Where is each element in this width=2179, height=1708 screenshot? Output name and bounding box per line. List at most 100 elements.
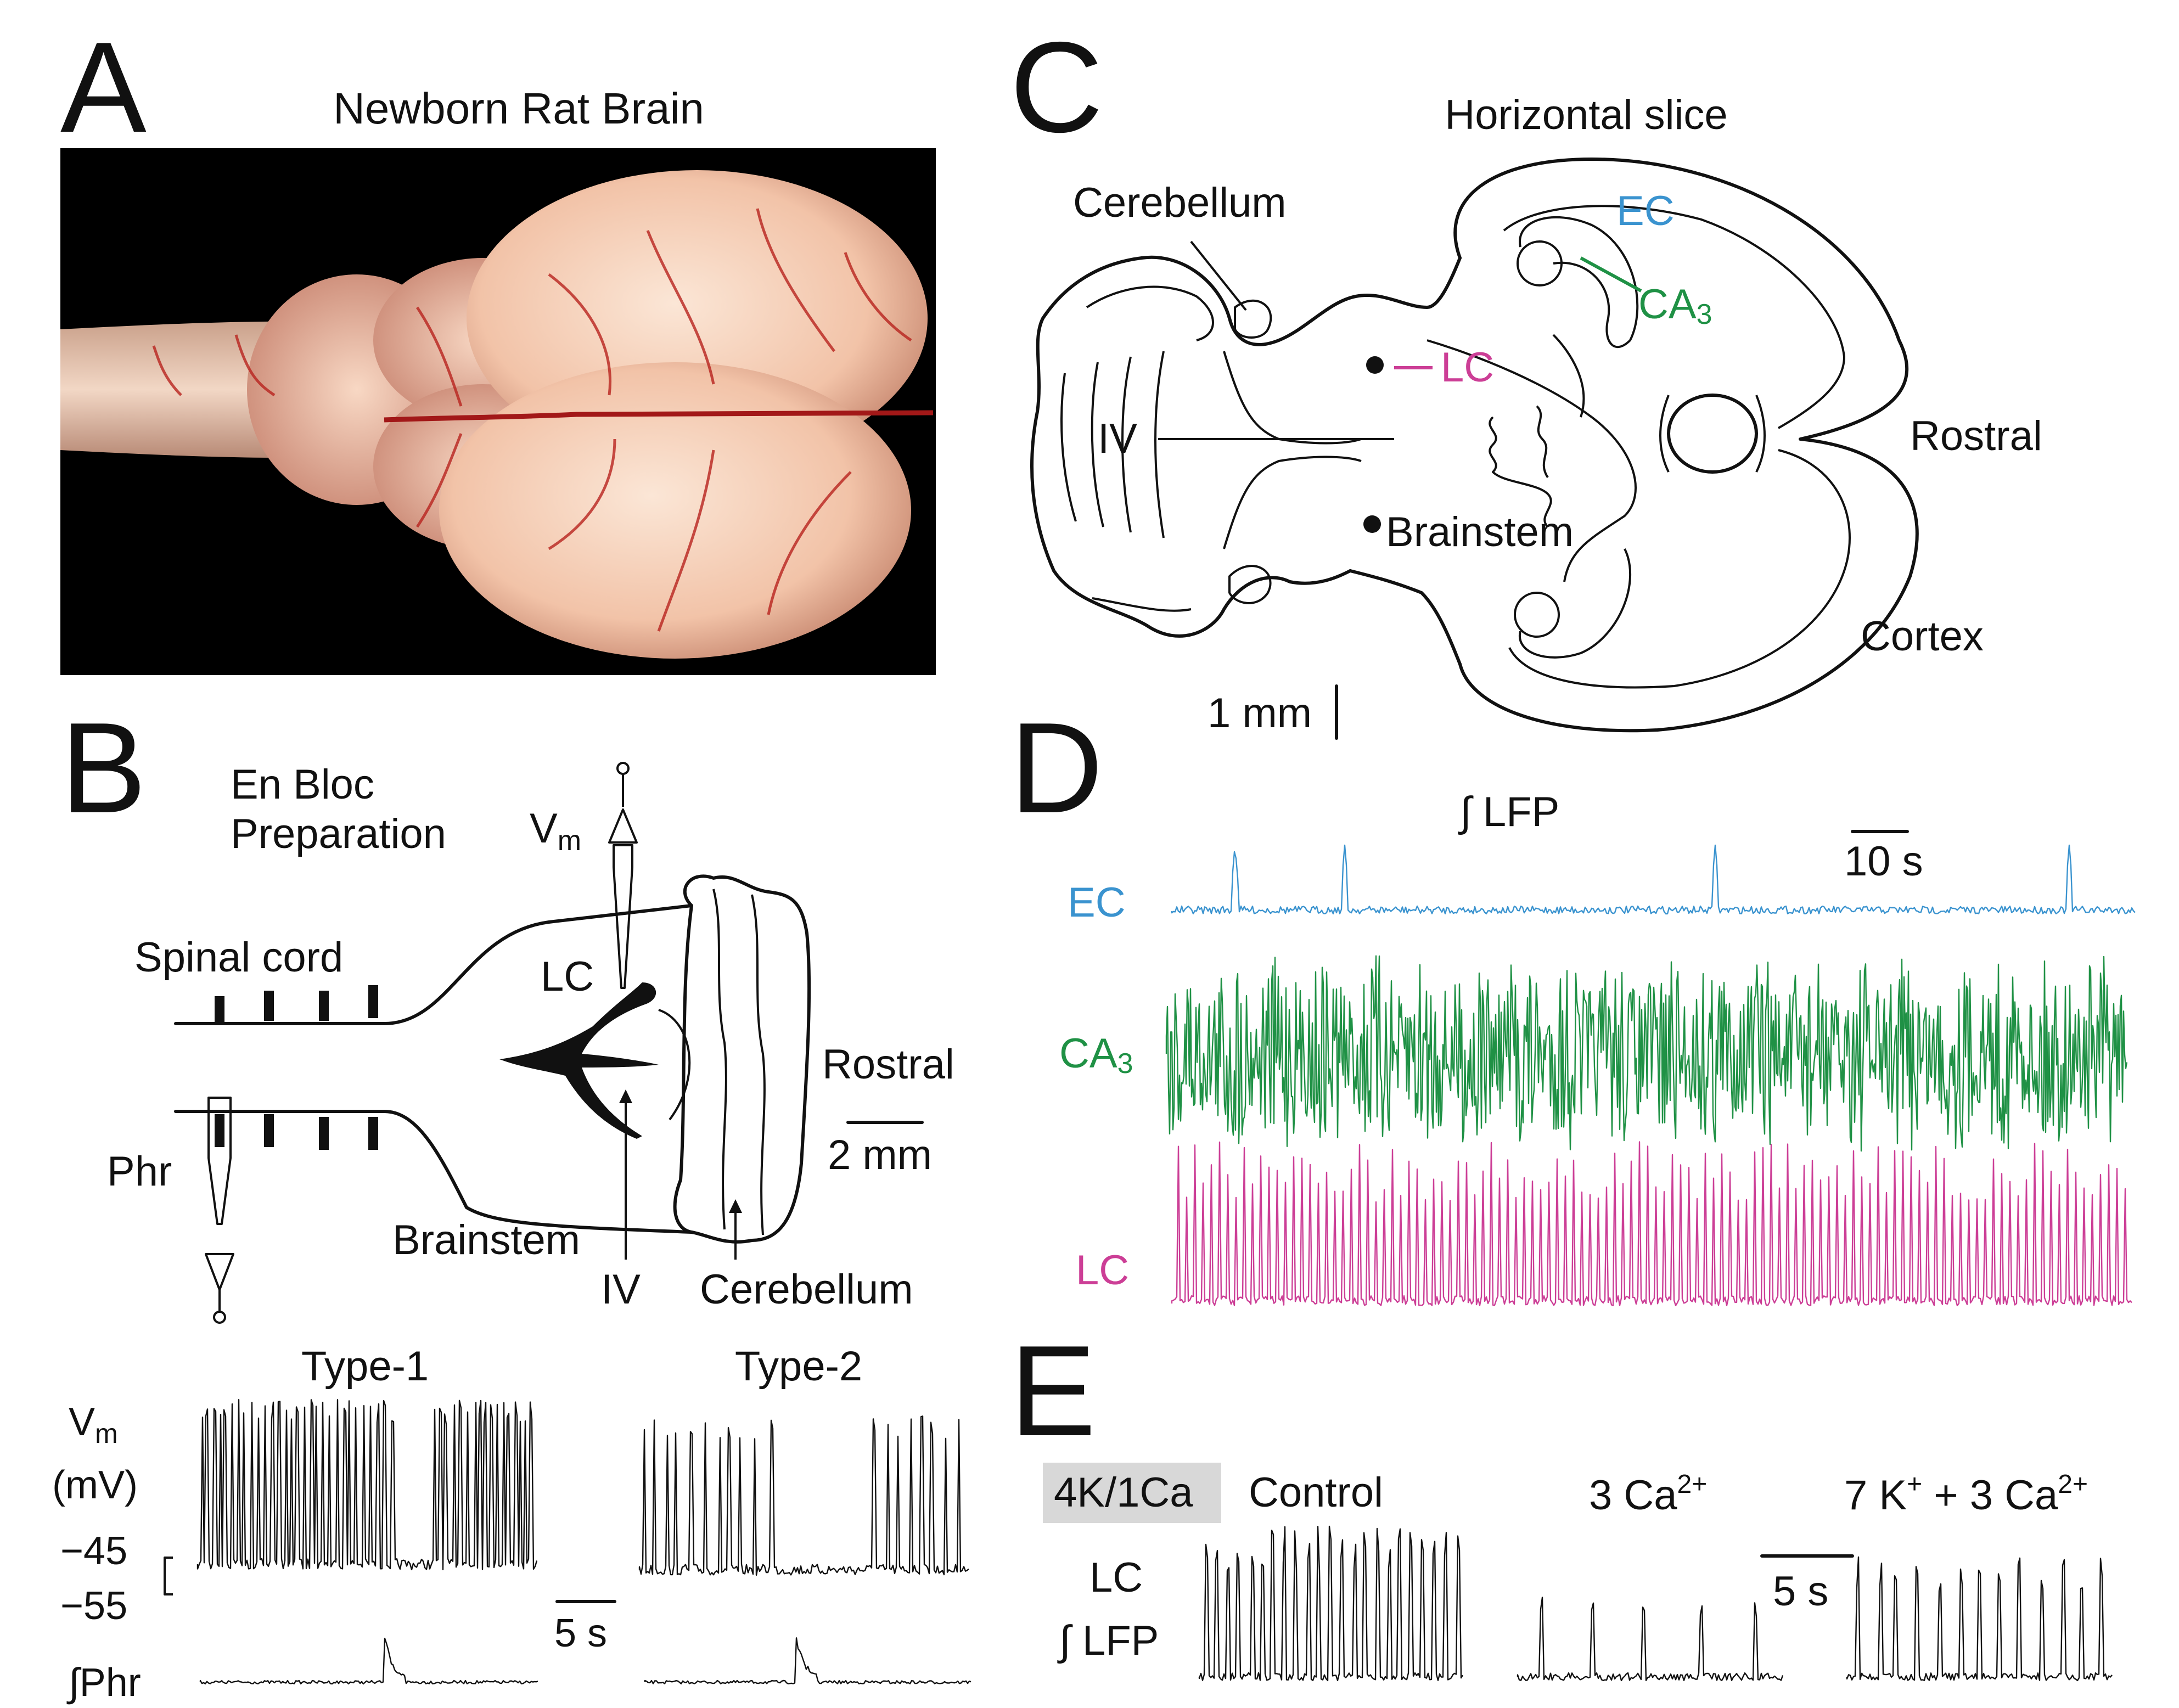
panel-b-title-line2: Preparation <box>231 811 446 857</box>
midline-vessel <box>384 410 934 423</box>
ec-lfp-trace <box>1171 844 2136 915</box>
flocculus-upper <box>1234 299 1272 339</box>
vm-tick-top: −45 <box>60 1529 127 1573</box>
panel-e-time-scale-label: 5 s <box>1773 1568 1828 1615</box>
cerebellum-slice-outline <box>1030 255 1352 638</box>
vm-tick-bottom: −55 <box>60 1584 127 1628</box>
cortex-inner-lower <box>1508 449 1851 689</box>
spinal-cord-label: Spinal cord <box>134 934 343 981</box>
nerve-roots <box>215 985 378 1150</box>
thalamus-curve <box>1552 334 1585 418</box>
ventricle-lower-edge <box>1223 456 1362 549</box>
vm-electrode-tip <box>616 762 630 775</box>
type2-vm-trace <box>638 1415 969 1576</box>
dentate-lower <box>1514 592 1560 638</box>
ca3-label-d: CA3 <box>1059 1030 1133 1080</box>
cortex-inner-upper <box>1503 205 1845 429</box>
brainstem-label-c: Brainstem <box>1386 509 1574 555</box>
ca-lfp-trace <box>1517 1597 1784 1682</box>
lc-label-c: LC <box>1441 344 1494 391</box>
control-label: Control <box>1249 1469 1383 1516</box>
panel-c-title: Horizontal slice <box>1445 92 1727 138</box>
panel-label-b: B <box>60 695 147 840</box>
ec-label-c: EC <box>1616 188 1675 234</box>
ca3-leader <box>1580 256 1642 293</box>
cortex-label-c: Cortex <box>1861 613 1984 660</box>
panel-d-title: ∫ LFP <box>1458 789 1559 835</box>
lobule-3 <box>1121 356 1132 533</box>
brainstem-outline-upper <box>1277 256 1462 342</box>
panel-label-d: D <box>1010 695 1103 840</box>
vm-pipette <box>613 844 633 989</box>
outline-upper <box>174 904 693 1025</box>
int-lfp-label-e: ∫ LFP <box>1057 1617 1159 1664</box>
vm-scale-bracket <box>164 1557 173 1595</box>
k-condition-label: 7 K+ + 3 Ca2+ <box>1844 1470 2088 1519</box>
vm-amplifier <box>608 808 638 844</box>
k-ca-lfp-trace <box>1846 1556 2113 1682</box>
lc-label-d: LC <box>1076 1247 1129 1294</box>
lc-label-e: LC <box>1090 1554 1143 1601</box>
ca3-lfp-trace <box>1165 955 2128 1152</box>
vm-axis-label: Vm <box>69 1400 118 1449</box>
rostral-label-c: Rostral <box>1910 413 2042 459</box>
lobule-1 <box>1060 373 1077 522</box>
brainstem-label-b: Brainstem <box>392 1217 580 1263</box>
cerebellum-fold-2 <box>751 894 766 1235</box>
type1-title: Type-1 <box>301 1343 429 1390</box>
midbrain-inner <box>1427 339 1637 582</box>
iv-arrowhead <box>619 1089 632 1103</box>
int-phr-label: ∫Phr <box>66 1661 141 1705</box>
panel-label-a: A <box>60 15 147 159</box>
lobule-4 <box>1154 351 1165 538</box>
condition-badge-bg <box>1043 1463 1221 1523</box>
iv-label-b: IV <box>601 1266 641 1313</box>
cerebellum-leader <box>1190 240 1247 311</box>
phr-electrode-tip <box>213 1311 226 1324</box>
ventricle-upper-edge <box>1223 351 1362 445</box>
hippocampus-upper <box>1519 216 1639 349</box>
control-lfp-trace <box>1198 1525 1464 1682</box>
panel-c-scale-label: 1 mm <box>1208 690 1312 737</box>
iv-label-c: IV <box>1098 415 1137 462</box>
phr-label: Phr <box>107 1148 172 1195</box>
hemisphere-lower <box>439 362 911 659</box>
lc-lfp-trace <box>1171 1141 2132 1307</box>
panel-d-time-scale-label: 10 s <box>1844 838 1923 885</box>
panel-b-scale-label: 2 mm <box>828 1132 932 1178</box>
ec-label-d: EC <box>1068 879 1126 926</box>
lc-dot-upper <box>1366 356 1384 374</box>
cerebellum-fold-top <box>1086 285 1214 341</box>
brainstem-outline-lower <box>1349 569 1462 666</box>
thalamus-oval <box>1667 394 1758 474</box>
ventricle-rim <box>658 1009 691 1121</box>
vm-axis-unit: (mV) <box>52 1463 138 1507</box>
third-ventricle-2 <box>1536 405 1549 479</box>
third-ventricle-squiggle <box>1489 416 1552 528</box>
panel-b-title-line1: En Bloc <box>231 761 374 808</box>
lc-dot-lower <box>1363 515 1381 533</box>
panel-label-c: C <box>1010 15 1103 159</box>
condition-badge: 4K/1Ca <box>1054 1469 1193 1516</box>
thalamus-left <box>1659 395 1670 473</box>
panel-b-time-scale-label: 5 s <box>554 1611 607 1655</box>
rostral-label-b: Rostral <box>822 1041 954 1088</box>
brain-photo <box>60 148 936 675</box>
panel-a-title: Newborn Rat Brain <box>333 84 704 133</box>
type1-phr-trace <box>199 1637 538 1685</box>
type2-title: Type-2 <box>735 1343 862 1390</box>
cerebellum-arrowhead <box>729 1199 742 1213</box>
vessels <box>152 208 912 632</box>
horizontal-slice-drawing <box>1030 158 1919 740</box>
dentate-upper <box>1517 240 1563 286</box>
cerebellum-fold-1 <box>712 889 727 1230</box>
phr-amplifier <box>205 1253 234 1291</box>
cerebellum-label-c: Cerebellum <box>1073 179 1287 226</box>
fourth-ventricle-shape <box>499 982 659 1139</box>
cortex-outline <box>1453 158 1919 733</box>
outline-lower <box>174 1110 693 1234</box>
cerebellum-label-b: Cerebellum <box>700 1266 913 1313</box>
lobule-2 <box>1091 362 1104 527</box>
vm-electrode-label: Vm <box>530 805 581 857</box>
